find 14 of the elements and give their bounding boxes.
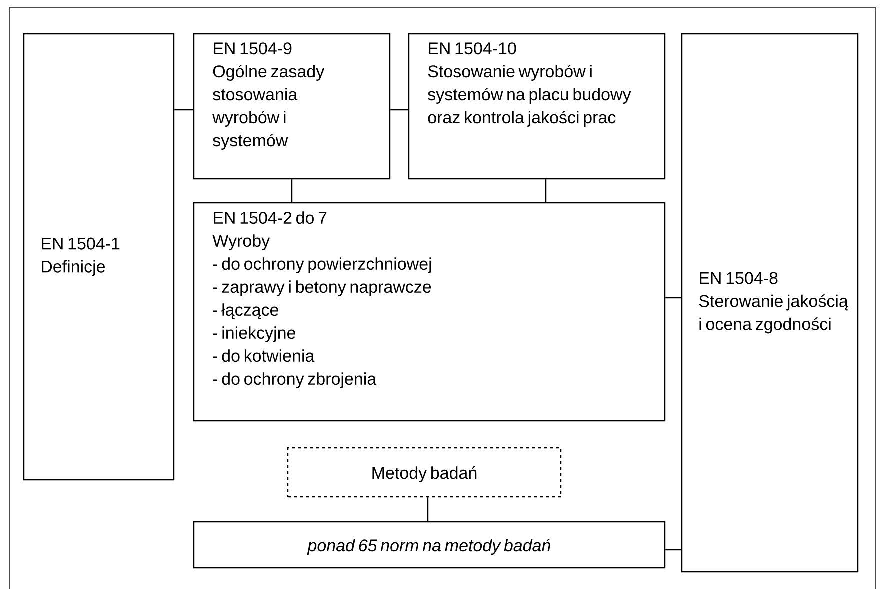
connector-line: [390, 109, 408, 111]
connector-line: [545, 180, 547, 202]
connector-line: [174, 109, 194, 111]
connector-line: [291, 180, 293, 202]
text-box: EN 1504-8 Sterowanie jakością i ocena zgodności: [681, 33, 859, 573]
connector-line: [427, 498, 429, 522]
text-box: ponad 65 norm na metody badań: [193, 521, 666, 569]
text-box: EN 1504-9 Ogólne zasady stosowania wyrobów i systemów: [193, 33, 391, 180]
connector-line: [666, 549, 682, 551]
text-box: EN 1504-1 Definicje: [23, 33, 175, 481]
text-box: EN 1504-2 do 7 Wyroby - do ochrony powierzchniowej - zaprawy i betony naprawcze - łączące - iniekcyjne - do kotwienia - do ochrony zbrojenia: [193, 202, 666, 422]
text-box: EN 1504-10 Stosowanie wyrobów i systemów na placu budowy oraz kontrola jakości prac: [408, 33, 666, 180]
connector-line: [666, 297, 682, 299]
dashed-box: Metody badań: [287, 447, 562, 498]
